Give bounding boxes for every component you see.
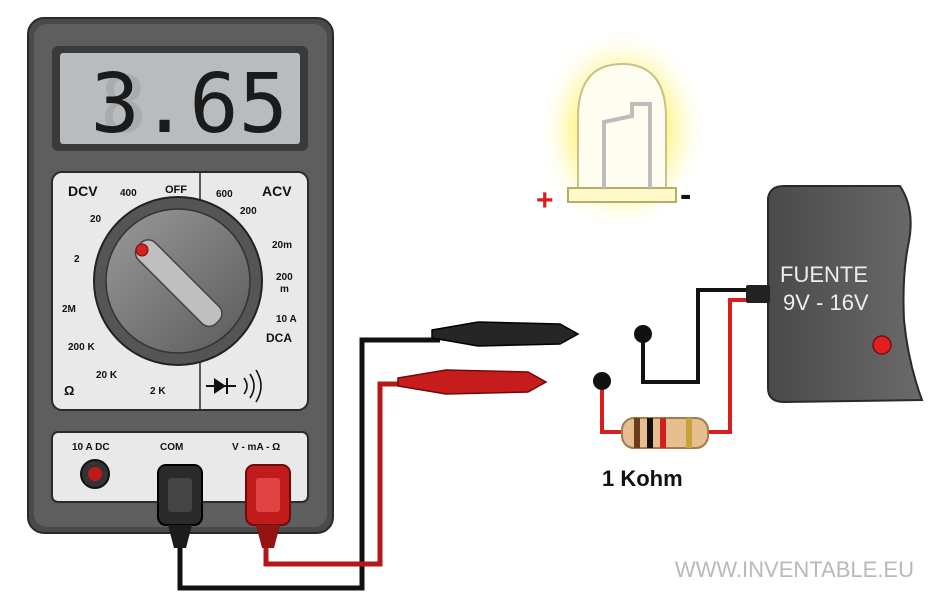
jack-com[interactable] — [164, 462, 196, 486]
junction-red — [593, 372, 611, 390]
lcd-reading: 3.65 — [91, 57, 288, 152]
dial-200m-label: 200 — [276, 272, 293, 283]
dial-20-label: 20 — [90, 214, 102, 225]
cathode-to-supply-wire — [641, 288, 752, 384]
jack-vma-label: V - mA - Ω — [232, 442, 280, 453]
supply-terminal — [746, 285, 770, 303]
continuity-icon — [243, 369, 262, 403]
dial-10a-label: 10 A — [276, 314, 297, 325]
led-minus-sign: - — [680, 176, 691, 214]
dial-600-label: 600 — [216, 189, 233, 200]
supply-indicator-led — [872, 335, 892, 355]
led-internal — [602, 102, 652, 188]
anode-to-resistor-wire — [600, 390, 624, 434]
lcd-ghost-digit: 8 — [100, 61, 147, 151]
led-dome — [577, 62, 667, 191]
watermark: WWW.INVENTABLE.EU — [675, 557, 914, 582]
dial-200-label: 200 — [240, 206, 257, 217]
resistor — [621, 417, 709, 449]
dial-dca-label: DCA — [266, 331, 292, 345]
resistor-label: 1 Kohm — [602, 466, 683, 491]
multimeter: 8 3.65 DCV ACV OFF 400 20 2 600 200 20m … — [27, 17, 334, 534]
dial-200m-unit: m — [280, 284, 289, 295]
red-probe — [397, 369, 602, 395]
black-wire-com — [177, 337, 440, 591]
lcd-screen — [60, 53, 300, 144]
dial-indicator-dot — [135, 243, 149, 257]
dial-2-label: 2 — [74, 254, 80, 265]
resistor-to-supply-wire — [706, 298, 752, 434]
v-plug — [245, 464, 291, 548]
dial-2k-label: 2 K — [150, 386, 166, 397]
dial-2m-label: 2M — [62, 304, 76, 315]
jack-com-label: COM — [160, 442, 183, 453]
jack-vma[interactable] — [252, 462, 284, 486]
dial-20m-label: 20m — [272, 240, 292, 251]
led-rim — [567, 187, 677, 203]
supply-label-line2: 9V - 16V — [783, 290, 869, 315]
led-plus-sign: + — [536, 184, 554, 217]
power-supply: FUENTE 9V - 16V — [746, 185, 924, 404]
dial-ohm-symbol: Ω — [64, 383, 74, 398]
diode-icon — [206, 378, 236, 394]
black-probe — [431, 321, 642, 347]
dial-off-label: OFF — [165, 184, 187, 196]
dial-200k-label: 200 K — [68, 342, 95, 353]
dial-acv-label: ACV — [262, 183, 292, 199]
com-plug — [157, 464, 203, 548]
dial-400-label: 400 — [120, 188, 137, 199]
jack-10adc-label: 10 A DC — [72, 442, 110, 453]
led — [567, 62, 677, 203]
dial-dcv-label: DCV — [68, 183, 98, 199]
dial-20k-label: 20 K — [96, 370, 118, 381]
red-wire-v — [263, 381, 400, 567]
supply-label-line1: FUENTE — [780, 262, 868, 287]
